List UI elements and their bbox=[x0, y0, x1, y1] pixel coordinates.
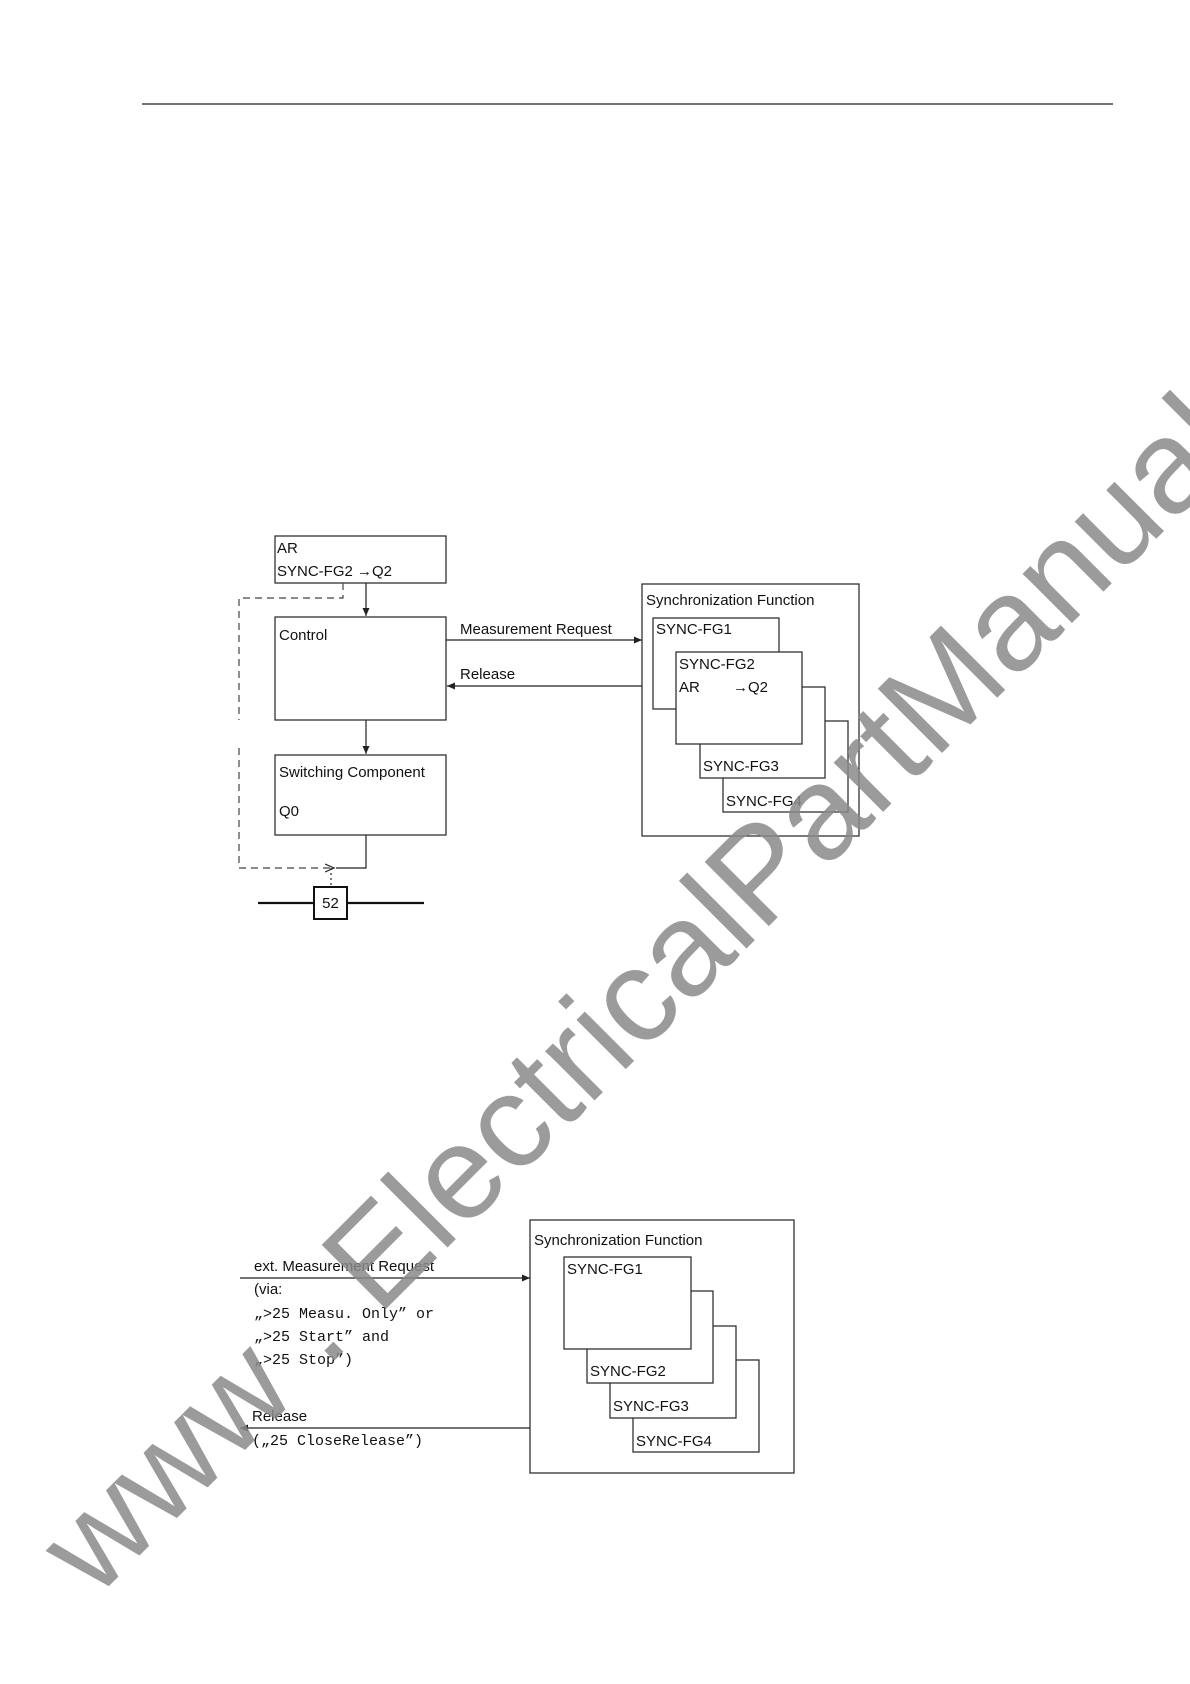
sync-fg4-label: SYNC-FG4 bbox=[726, 793, 802, 810]
sync-fg3-label: SYNC-FG3 bbox=[703, 758, 779, 775]
dashed-bypass-line-lower bbox=[238, 748, 334, 868]
sync-function-title: Synchronization Function bbox=[646, 592, 814, 609]
measu-only-label: „>25 Measu. Only” or bbox=[254, 1306, 434, 1323]
breaker-52-label: 52 bbox=[322, 895, 339, 912]
sync-fg2-ar-label: AR bbox=[679, 679, 700, 696]
sync-fg1-label-2: SYNC-FG1 bbox=[567, 1261, 643, 1278]
control-label: Control bbox=[279, 627, 327, 644]
sync-fg1-label: SYNC-FG1 bbox=[656, 621, 732, 638]
dashed-bypass-line bbox=[238, 583, 344, 720]
sync-fg3-label-2: SYNC-FG3 bbox=[613, 1398, 689, 1415]
measurement-request-label: Measurement Request bbox=[460, 621, 613, 638]
sync-fg2-box bbox=[675, 651, 803, 745]
sync-fg2-label-2: SYNC-FG2 bbox=[590, 1363, 666, 1380]
q0-label: Q0 bbox=[279, 803, 299, 820]
breaker-52-box bbox=[313, 886, 348, 920]
stop-label: „>25 Stop”) bbox=[254, 1352, 353, 1369]
close-release-label: („25 CloseRelease”) bbox=[252, 1433, 423, 1450]
sync-function-title-2: Synchronization Function bbox=[534, 1232, 702, 1249]
sync-fg1-box-2 bbox=[563, 1256, 692, 1350]
diagram-1: AR SYNC-FG2 →Q2 Control Switching Compon… bbox=[238, 535, 860, 920]
sync-fg2-target-label: →Q2 bbox=[733, 679, 768, 696]
via-label: (via: bbox=[254, 1281, 282, 1298]
release-label: Release bbox=[460, 666, 515, 683]
switching-component-box bbox=[274, 754, 447, 836]
ar-sync-label: SYNC-FG2 →Q2 bbox=[277, 563, 392, 580]
control-box bbox=[274, 616, 447, 721]
ext-measurement-request-label: ext. Measurement Request bbox=[254, 1258, 435, 1275]
sync-fg2-label: SYNC-FG2 bbox=[679, 656, 755, 673]
ar-label: AR bbox=[277, 540, 298, 557]
start-label: „>25 Start” and bbox=[254, 1329, 389, 1346]
sync-fg4-label-2: SYNC-FG4 bbox=[636, 1433, 712, 1450]
switching-to-breaker-line bbox=[336, 835, 367, 869]
release-label-2: Release bbox=[252, 1408, 307, 1425]
diagram-2: ext. Measurement Request (via: „>25 Meas… bbox=[240, 1219, 795, 1474]
ar-box bbox=[274, 535, 447, 584]
switching-component-label: Switching Component bbox=[279, 764, 426, 781]
